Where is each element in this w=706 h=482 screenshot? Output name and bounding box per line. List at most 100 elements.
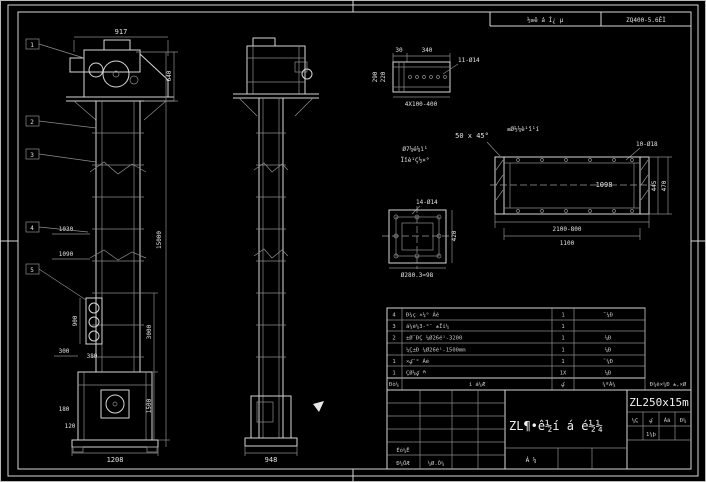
bom-header-qty: ؼ [561,382,565,388]
dim-side-width-bottom: 948 [265,456,278,464]
dim-flange-right: 420 [451,230,458,241]
bom-mat: ¼Ð [605,348,612,354]
bolt-holes [408,75,447,79]
dim-channel-left-inner: 220 [380,71,387,82]
bom-header-mat: ¼ºÁ¼ [602,381,615,388]
bom-desc: ÇØ¼ׯ ؼ [406,370,426,377]
front-view-dims-right: 15000 640 3000 1500 [136,51,178,447]
bom-header-note: Ð¼ê×¼Ð ±,×Ø [650,381,687,388]
flange-bolt-holes [393,214,442,259]
break-line [89,161,147,175]
bom-qty: 1 [561,313,564,319]
inspection-door [100,389,130,419]
dim-300: 300 [59,348,70,355]
balloon-5: 5 [30,267,34,274]
break-line [253,248,289,259]
bom-desc: Ð¼ç ×¼° Áé [406,312,439,319]
sig-label-2: Ð¼ÖÆ [396,460,410,467]
bom-mat: ˜¼Ð [603,359,613,365]
elevator-boot [71,371,159,453]
sig-date: ¼Ø.Ô¼ [428,460,445,467]
drawing-model: ZL250x15m [629,396,689,409]
dim-900: 900 [72,315,79,326]
detail-beam: ≤Ø½¼è¹î¹í 10-Ø18 1098 21 [490,126,672,247]
bom-mat: ¼Ð [605,336,612,342]
beam-hatch [495,159,649,201]
sig-label-1: Éó¼Ë [396,446,409,454]
bom-no: 3 [392,324,395,330]
dim-1090: 1090 [59,251,74,258]
bom-no: 2 [392,336,395,342]
chamfer-text: 50 x 45° [455,132,489,140]
bucket-chain-detail [85,297,103,345]
balloon-1: 1 [30,42,34,49]
bom-desc: á¼è¼3-°¯ ±Ïí¼ [406,323,449,330]
note-line-1: Ø7¼é¼ì¹ [402,146,427,153]
bom-qty: 1X [560,371,567,377]
bom-table: 4 Ð¼ç ×¼° Áé 1 ˜¼Ð 3 á¼è¼3-°¯ ±Ïí¼ 1 2 ±… [386,307,691,391]
bom-mat: ˜¼Ð [603,313,613,319]
header-spec-label: ½≥ê á Ì¿ µ [527,17,564,24]
bom-mat: ؘ¼Ð [605,370,612,377]
dim-channel-left-outer: 290 [372,71,379,82]
holes-label-11-d14: 11-Ø14 [458,57,480,64]
beam-bolt-holes [516,158,634,213]
bom-desc: ±Ø¯ÐÇ ¼Ø26é¹-3200 [406,335,462,342]
beam-label: ≤Ø½¼è¹î¹í [507,126,540,133]
front-view-dims-left: 1030 1090 900 300 380 180 120 [52,226,98,430]
drawing-title: ZL¶•ê½í á é½¼ [509,419,603,433]
front-view: 917 [25,28,178,464]
bom-no: 1 [392,371,395,377]
cell-a: ¼Ç [632,418,639,424]
dim-380: 380 [87,353,98,360]
side-view: 948 [233,37,324,464]
bom-header-no: Ðò¼ [389,381,399,388]
signature-grid: Éó¼Ë Ð¼ÖÆ ¼Ø.Ô¼ [387,390,505,469]
cell-e: 1¼þ [646,432,656,438]
dim-beam-470: 470 [661,180,668,191]
dim-channel-bottom: 4X100-400 [405,101,438,108]
detail-flange: 14-Ø14 Ø280.3=98 420 [382,199,458,279]
cell-c: Áã [664,417,671,424]
sheet-note: Á ¼ [526,457,537,464]
break-line [89,249,147,261]
holes-label-14-d14: 14-Ø14 [416,199,438,206]
dim-flange-bottom: Ø280.3=98 [401,272,434,279]
bom-row: 1 ÇØ¼ׯ ؼ 1X ؘ¼Ð [392,370,611,377]
holes-label-10-d18: 10-Ø18 [636,141,658,148]
dim-120: 120 [65,423,76,430]
detail-channel: 30 340 11-Ø14 4X100-400 290 220 [372,47,480,108]
detail-notes: Ø7¼é¼ì¹ Ïîè¹Ç½×° [401,146,430,164]
elevator-head [66,39,174,121]
bom-desc: ×ؼ¯° Áé [406,358,429,365]
bom-desc: ¼Ç±Ð ¼Ø26é¹-1500mm [406,347,466,354]
title-block: Éó¼Ë Ð¼ÖÆ ¼Ø.Ô¼ ZL¶•ê½í á é½¼ Á ¼ ZL250x… [386,308,691,469]
cell-d: Ð¼ [680,418,687,424]
dim-width-bottom: 1208 [107,456,124,464]
elevator-casing [85,101,147,372]
balloon-4: 4 [30,225,34,232]
bom-qty: 1 [561,348,564,354]
dim-beam-1100: 1100 [560,240,575,247]
dim-width-top: 917 [115,28,128,36]
header-strip: ½≥ê á Ì¿ µ ZQ400-5.6ÊÌ [489,12,691,27]
bom-header-name: í á¼Æ [469,381,486,388]
drive-motor [69,57,85,73]
break-line [253,162,289,173]
note-line-2: Ïîè¹Ç½×° [401,157,430,164]
dim-channel-30: 30 [395,47,403,54]
bom-no: 4 [392,313,396,319]
balloon-callouts: 1 2 3 4 5 [25,38,97,301]
bom-row: ¼Ç±Ð ¼Ø26é¹-1500mm 1 ¼Ð [406,347,611,354]
base-frame [71,439,159,448]
bom-row: 1 ×ؼ¯° Áé 1 ˜¼Ð [392,358,613,365]
dim-seg-top: 640 [166,70,173,81]
bom-qty: 1 [561,336,564,342]
balloon-2: 2 [30,119,34,126]
dim-180: 180 [59,406,70,413]
chamfer-note: 50 x 45° [455,132,501,157]
bom-row: 3 á¼è¼3-°¯ ±Ïí¼ 1 [392,323,564,330]
bom-qty: 1 [561,359,564,365]
bom-row: 4 Ð¼ç ×¼° Áé 1 ˜¼Ð [392,312,613,319]
